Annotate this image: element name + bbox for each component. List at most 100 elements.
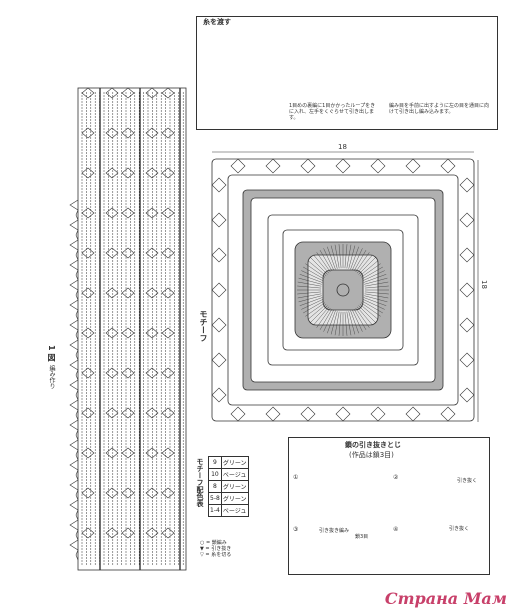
motif-stitch-ray	[348, 311, 356, 335]
strip-diamond	[81, 247, 95, 259]
motif-stitch-ray	[307, 303, 327, 320]
step-label-2: ②	[393, 474, 399, 481]
top-box-title: 糸を渡す	[203, 18, 231, 26]
legend-row-num: 8	[208, 480, 222, 493]
bottom-box-subtitle: (作品は鎖3目)	[349, 451, 394, 459]
bottom-box-title: 鎖の引き抜きとじ	[345, 441, 401, 449]
motif-border-diamond	[370, 158, 386, 174]
strip-diamond	[145, 207, 159, 219]
strip-diamond	[161, 527, 175, 539]
strip-diamond	[145, 87, 159, 99]
motif-stitch-ray	[344, 244, 348, 269]
motif-stitch-ray	[297, 293, 322, 299]
strip-diamond	[105, 207, 119, 219]
motif-stitch-ray	[346, 244, 352, 269]
motif-border-diamond	[230, 406, 246, 422]
motif-border-diamond	[211, 177, 227, 193]
strip-diamond	[121, 407, 135, 419]
motif-stitch-ray	[305, 263, 326, 278]
motif-border-diamond	[459, 282, 475, 298]
motif-border-diamond	[459, 352, 475, 368]
strip-diamond	[161, 127, 175, 139]
legend-symbols: ○ = 鎖編み ▼ = 引き抜き ▽ = 糸を切る	[200, 540, 260, 558]
strip-diamond	[161, 367, 175, 379]
legend-row-num: 9	[208, 456, 222, 469]
motif-stitch-ray	[327, 310, 336, 334]
motif-stitch-ray	[319, 308, 333, 330]
motif-dimension-top: 18	[338, 143, 347, 151]
motif-border-diamond	[335, 406, 351, 422]
strip-diamond	[121, 127, 135, 139]
strip-diamond	[161, 407, 175, 419]
top-instruction-box: 糸を渡す 1目めの裏編に1目かかったループをきに入れ、左手をくぐらせて引き出しま…	[196, 16, 498, 130]
motif-border-diamond	[211, 352, 227, 368]
motif-border-diamond	[211, 317, 227, 333]
motif-stitch-ray	[356, 306, 373, 326]
motif-stitch-ray	[362, 270, 385, 281]
motif-stitch-ray	[310, 257, 328, 275]
step-note: 引き抜く	[457, 478, 478, 484]
motif-border-diamond	[459, 212, 475, 228]
strip-diamond	[81, 367, 95, 379]
motif-border-diamond	[265, 406, 281, 422]
motif-border-diamond	[440, 406, 456, 422]
motif-stitch-ray	[352, 309, 363, 332]
motif-stitch-ray	[352, 248, 363, 271]
legend-title: モチーフ配色表	[196, 458, 204, 507]
motif-stitch-ray	[355, 252, 370, 273]
motif-stitch-ray	[297, 291, 322, 295]
motif-stitch-ray	[338, 244, 342, 269]
strip-diamond	[105, 367, 119, 379]
motif-stitch-ray	[348, 245, 356, 269]
top-box-caption-2: 編み目を手前に出すように左の目を通目に向けて引き出し編み込みます。	[389, 103, 490, 115]
motif-stitch-ray	[364, 277, 388, 285]
motif-stitch-ray	[344, 311, 348, 336]
motif-stitch-ray	[346, 311, 352, 336]
motif-stitch-ray	[323, 309, 334, 332]
motif-stitch-ray	[364, 281, 389, 287]
motif-stitch-ray	[361, 266, 383, 280]
strip-diamond	[81, 167, 95, 179]
strip-diamond	[81, 447, 95, 459]
strip-diamond	[81, 487, 95, 499]
motif-border-diamond	[405, 158, 421, 174]
strip-diamond	[81, 287, 95, 299]
motif-border-diamond	[459, 247, 475, 263]
strip-diamond	[145, 447, 159, 459]
step-label-3: ③	[293, 526, 299, 533]
strip-diamond	[121, 287, 135, 299]
motif-label: モチーフ	[199, 310, 208, 342]
strip-diamond	[105, 287, 119, 299]
strip-diamond	[105, 87, 119, 99]
motif-dimension-right: 18	[480, 280, 488, 289]
motif-stitch-ray	[316, 307, 331, 328]
motif-stitch-ray	[363, 274, 387, 283]
strip-diamond	[145, 327, 159, 339]
legend-row-color: グリーン	[220, 480, 249, 493]
motif-round	[282, 229, 404, 351]
motif-border-diamond	[405, 406, 421, 422]
strip-diamond	[145, 247, 159, 259]
strip-diamond	[161, 447, 175, 459]
strip-diamond	[105, 127, 119, 139]
motif-stitch-ray	[362, 299, 385, 310]
strip-edge	[69, 199, 79, 561]
strip-label-main: 1 図	[47, 345, 56, 362]
motif-stitch-ray	[360, 302, 381, 317]
step-note: 引き抜き編み	[319, 528, 350, 534]
motif-stitch-ray	[313, 306, 330, 326]
motif-border-diamond	[459, 317, 475, 333]
strip-diamond	[81, 127, 95, 139]
motif-border-diamond	[335, 158, 351, 174]
motif-stitch-ray	[313, 254, 330, 274]
strip-diamond	[121, 247, 135, 259]
strip-label-sub: 編み作り	[48, 365, 55, 389]
step-note: 引き抜く	[449, 526, 470, 532]
step-label-4: ④	[393, 526, 399, 533]
motif-stitch-ray	[358, 257, 376, 275]
legend-row-color: ベージュ	[220, 468, 249, 481]
motif-border-diamond	[265, 158, 281, 174]
strip-diamond	[161, 167, 175, 179]
strip-diamond	[105, 527, 119, 539]
